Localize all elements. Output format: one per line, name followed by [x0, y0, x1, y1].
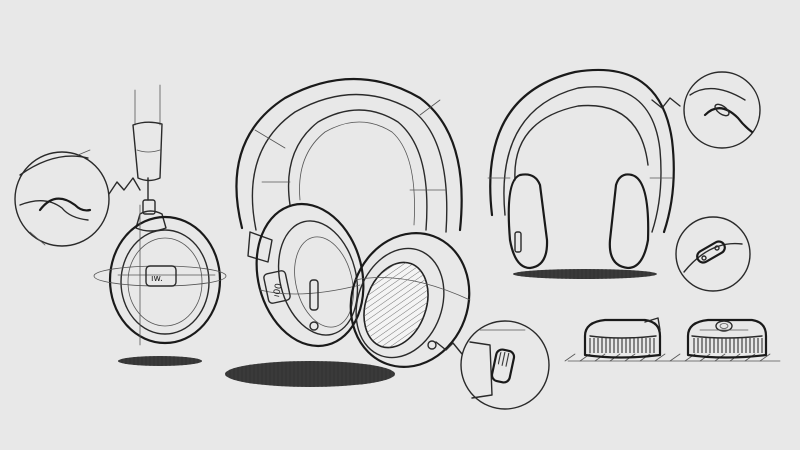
detail-callout-left [14, 149, 141, 247]
folded-ear-cups [564, 317, 781, 362]
detail-callout-mid-right [675, 216, 751, 292]
detail-callout-bottom [435, 320, 550, 410]
side-view-headphone: ıw. [93, 84, 227, 366]
perspective-logo-mark: ı00 [272, 282, 285, 298]
detail-callout-top-right [651, 71, 761, 149]
perspective-headphone: ı00 [225, 78, 471, 387]
front-view-headphone [487, 68, 675, 279]
side-logo-mark: ıw. [151, 274, 163, 284]
